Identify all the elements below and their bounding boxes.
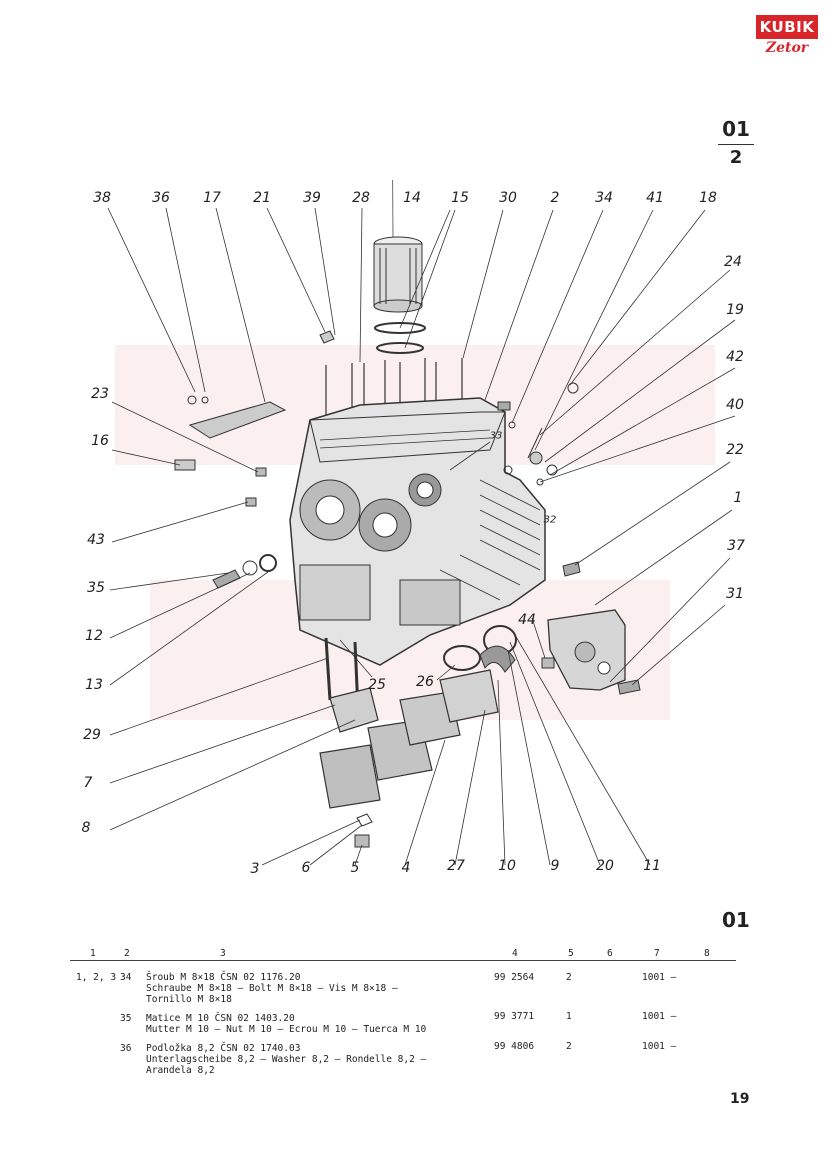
callout-8: 8: [81, 820, 91, 836]
callout-11: 11: [643, 858, 661, 874]
callout-17: 17: [203, 190, 221, 206]
row3-part: 99 4806: [494, 1041, 535, 1052]
callout-29: 29: [83, 727, 101, 743]
cylinder-liner: [373, 236, 423, 313]
row3-desc-2: Arandela 8,2: [146, 1065, 215, 1076]
row1-ref: 1, 2, 3: [76, 972, 117, 983]
callout-12: 12: [85, 628, 103, 644]
row2-desc-1: Mutter M 10 — Nut M 10 — Ecrou M 10 — Tu…: [146, 1024, 427, 1035]
col-header-4: 4: [512, 948, 518, 959]
callout-26: 26: [416, 674, 434, 690]
callout-1: 1: [733, 490, 743, 506]
row3-qty: 2: [566, 1041, 572, 1052]
callout-41: 41: [646, 190, 664, 206]
table-header-rule: [70, 960, 736, 961]
col-header-1: 1: [90, 948, 96, 959]
exploded-diagram: 38 36 17 21 39 28 14 15 30 2 34 41 18 24…: [0, 39, 826, 900]
section-divider: [718, 144, 754, 145]
callout-28: 28: [352, 190, 370, 206]
row3-desc-1: Unterlagscheibe 8,2 — Washer 8,2 — Ronde…: [146, 1054, 427, 1065]
callout-27: 27: [447, 858, 465, 874]
col-header-3: 3: [220, 948, 226, 959]
section-denominator: 2: [729, 147, 743, 168]
engine-block-drawing: [107, 39, 736, 866]
row1-serial: 1001 —: [642, 972, 677, 983]
callout-20: 20: [596, 858, 614, 874]
row1-pos: 34: [120, 972, 132, 983]
callout-9: 9: [550, 858, 560, 874]
callout-21: 21: [253, 190, 271, 206]
callout-23: 23: [91, 386, 109, 402]
callout-24: 24: [724, 254, 742, 270]
row3-desc-0: Podložka 8,2 ČSN 02 1740.03: [146, 1043, 301, 1054]
callout-13: 13: [85, 677, 103, 693]
callout-32: 32: [543, 514, 557, 526]
callout-6: 6: [301, 860, 311, 876]
col-header-6: 6: [607, 948, 613, 959]
kubik-zetor-logo: KUBIK Zetor: [756, 15, 818, 61]
callout-44: 44: [518, 612, 536, 628]
row2-part: 99 3771: [494, 1011, 535, 1022]
callout-25: 25: [368, 677, 386, 693]
callout-33: 33: [489, 430, 503, 442]
callout-30: 30: [499, 190, 517, 206]
callout-18: 18: [699, 190, 717, 206]
callout-14: 14: [403, 190, 421, 206]
callout-35: 35: [87, 580, 105, 596]
page-number: 19: [730, 1091, 750, 1107]
row1-desc-1: Schraube M 8×18 — Bolt M 8×18 — Vis M 8×…: [146, 983, 398, 994]
callout-3: 3: [250, 861, 260, 877]
callout-7: 7: [83, 775, 93, 791]
callout-15: 15: [451, 190, 469, 206]
group-code: 01: [722, 908, 750, 932]
logo-kubik-text: KUBIK: [756, 15, 818, 39]
engine-block: [289, 397, 546, 666]
callout-10: 10: [498, 858, 516, 874]
callout-2: 2: [550, 190, 560, 206]
col-header-8: 8: [704, 948, 710, 959]
row2-qty: 1: [566, 1011, 572, 1022]
callout-43: 43: [87, 532, 105, 548]
col-header-2: 2: [124, 948, 130, 959]
callout-36: 36: [152, 190, 170, 206]
callout-5: 5: [350, 860, 360, 876]
row3-serial: 1001 —: [642, 1041, 677, 1052]
callout-40: 40: [726, 397, 744, 413]
row1-desc-0: Šroub M 8×18 ČSN 02 1176.20: [146, 972, 301, 983]
callout-34: 34: [595, 190, 613, 206]
callout-39: 39: [303, 190, 321, 206]
callout-22: 22: [726, 442, 744, 458]
col-header-5: 5: [568, 948, 574, 959]
row1-part: 99 2564: [494, 972, 535, 983]
callout-42: 42: [726, 349, 744, 365]
row3-pos: 36: [120, 1043, 132, 1054]
callout-37: 37: [727, 538, 745, 554]
col-header-7: 7: [654, 948, 660, 959]
row2-pos: 35: [120, 1013, 132, 1024]
section-code: 01 2: [718, 118, 754, 168]
leader-lines: [107, 207, 736, 866]
callout-19: 19: [726, 302, 744, 318]
callout-31: 31: [726, 586, 744, 602]
row1-desc-2: Tornillo M 8×18: [146, 994, 232, 1005]
callout-4: 4: [401, 860, 411, 876]
row2-desc-0: Matice M 10 ČSN 02 1403.20: [146, 1013, 295, 1024]
bearing-caps: [319, 669, 499, 809]
row1-qty: 2: [566, 972, 572, 983]
logo-zetor-text: Zetor: [765, 40, 809, 56]
section-numerator: 01: [722, 117, 750, 141]
row2-serial: 1001 —: [642, 1011, 677, 1022]
callout-38: 38: [93, 190, 111, 206]
callout-16: 16: [91, 433, 109, 449]
